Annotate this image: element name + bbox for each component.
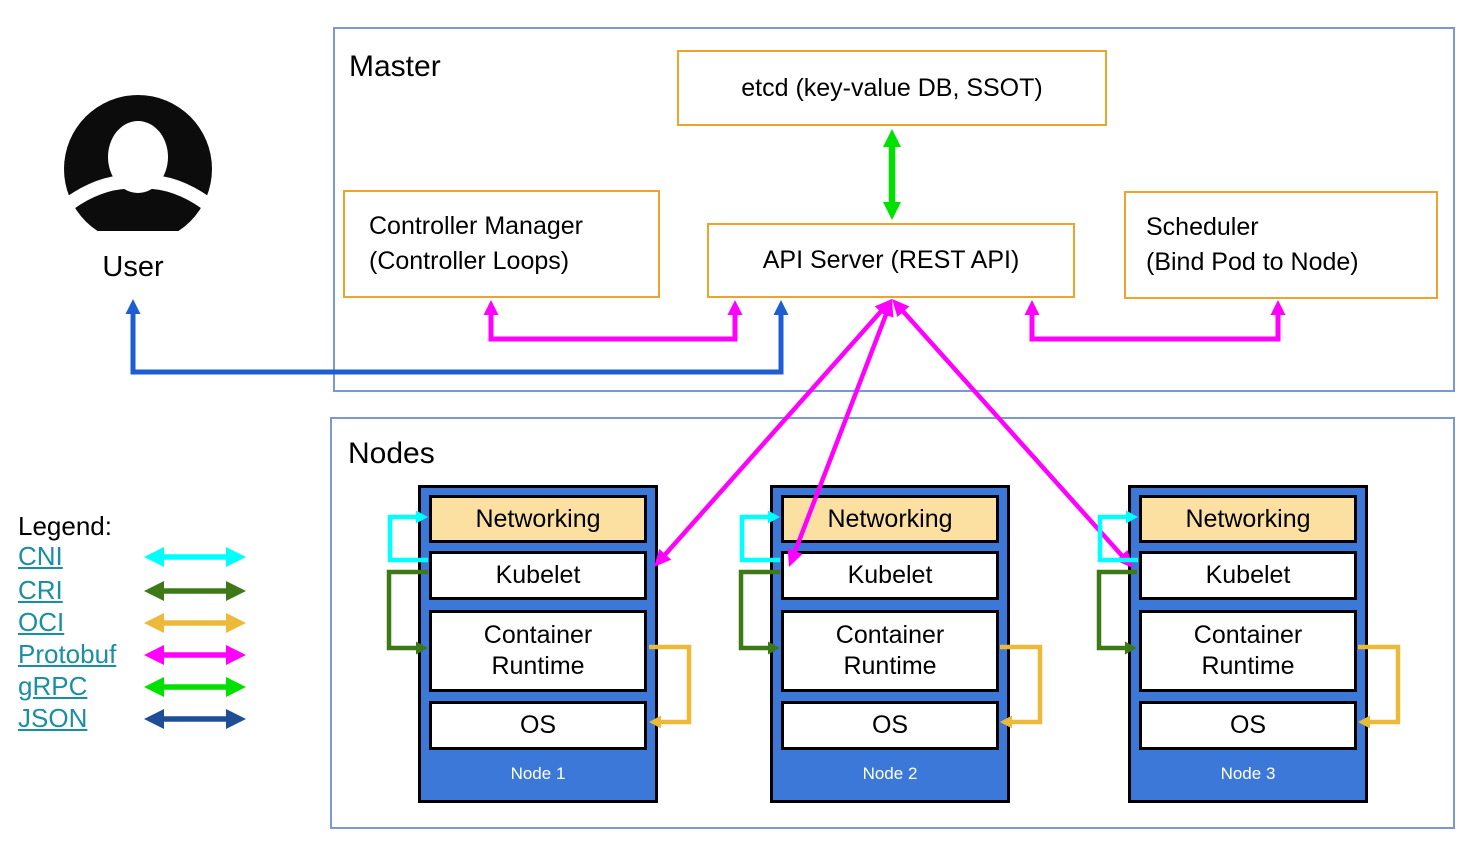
container-runtime-layer: Container Runtime <box>1139 610 1357 692</box>
user-label: User <box>102 251 164 283</box>
user-icon <box>64 95 212 231</box>
legend-cri-arrow-head <box>144 581 164 601</box>
controller-manager-box: Controller Manager (Controller Loops) <box>343 190 660 298</box>
cri-link[interactable]: CRI <box>18 575 63 605</box>
kubelet-layer: Kubelet <box>781 551 999 600</box>
json-link[interactable]: JSON <box>18 703 88 733</box>
legend-oci-arrow-head <box>226 613 246 633</box>
scheduler-box: Scheduler (Bind Pod to Node) <box>1124 191 1438 299</box>
legend-cni-arrow-head <box>226 547 246 567</box>
oci-link[interactable]: OCI <box>18 607 65 637</box>
legend-item-protobuf: Protobuf <box>18 639 116 671</box>
legend-grpc-arrow-head <box>144 677 164 697</box>
os-layer: OS <box>1139 701 1357 750</box>
legend-cni-arrow-head <box>144 547 164 567</box>
legend-oci-arrow-head <box>144 613 164 633</box>
legend-protobuf-arrow-head <box>144 645 164 665</box>
cni-link[interactable]: CNI <box>18 541 63 571</box>
legend-cri-arrow-head <box>226 581 246 601</box>
networking-layer: Networking <box>1139 495 1357 543</box>
legend-item-cni: CNI <box>18 541 63 573</box>
node-3-card: Networking Kubelet Container Runtime OS … <box>1128 485 1368 803</box>
node-3-name: Node 3 <box>1220 764 1276 783</box>
legend-title: Legend: <box>18 511 112 541</box>
container-runtime-layer: Container Runtime <box>781 610 999 692</box>
node-1-name: Node 1 <box>510 764 566 783</box>
nodes-title: Nodes <box>348 437 435 470</box>
node-1-card: Networking Kubelet Container Runtime OS … <box>418 485 658 803</box>
master-region <box>333 27 1455 392</box>
grpc-link[interactable]: gRPC <box>18 671 88 701</box>
os-layer: OS <box>781 701 999 750</box>
networking-layer: Networking <box>781 495 999 543</box>
etcd-box: etcd (key-value DB, SSOT) <box>677 50 1107 126</box>
legend-item-oci: OCI <box>18 607 64 639</box>
os-layer: OS <box>429 701 647 750</box>
container-runtime-layer: Container Runtime <box>429 610 647 692</box>
legend-json-arrow-head <box>226 709 246 729</box>
networking-layer: Networking <box>429 495 647 543</box>
legend-item-json: JSON <box>18 703 87 735</box>
protobuf-link[interactable]: Protobuf <box>18 639 117 669</box>
node-2-name: Node 2 <box>862 764 918 783</box>
kubelet-layer: Kubelet <box>1139 551 1357 600</box>
node-2-card: Networking Kubelet Container Runtime OS … <box>770 485 1010 803</box>
api-server-box: API Server (REST API) <box>707 223 1075 298</box>
legend-grpc-arrow-head <box>226 677 246 697</box>
legend-protobuf-arrow-head <box>226 645 246 665</box>
nodes-region <box>330 417 1455 829</box>
legend-json-arrow-head <box>144 709 164 729</box>
legend-item-cri: CRI <box>18 575 63 607</box>
legend-item-grpc: gRPC <box>18 671 87 703</box>
kubelet-layer: Kubelet <box>429 551 647 600</box>
master-title: Master <box>349 50 441 83</box>
json-user-apiserver-head <box>125 299 141 314</box>
